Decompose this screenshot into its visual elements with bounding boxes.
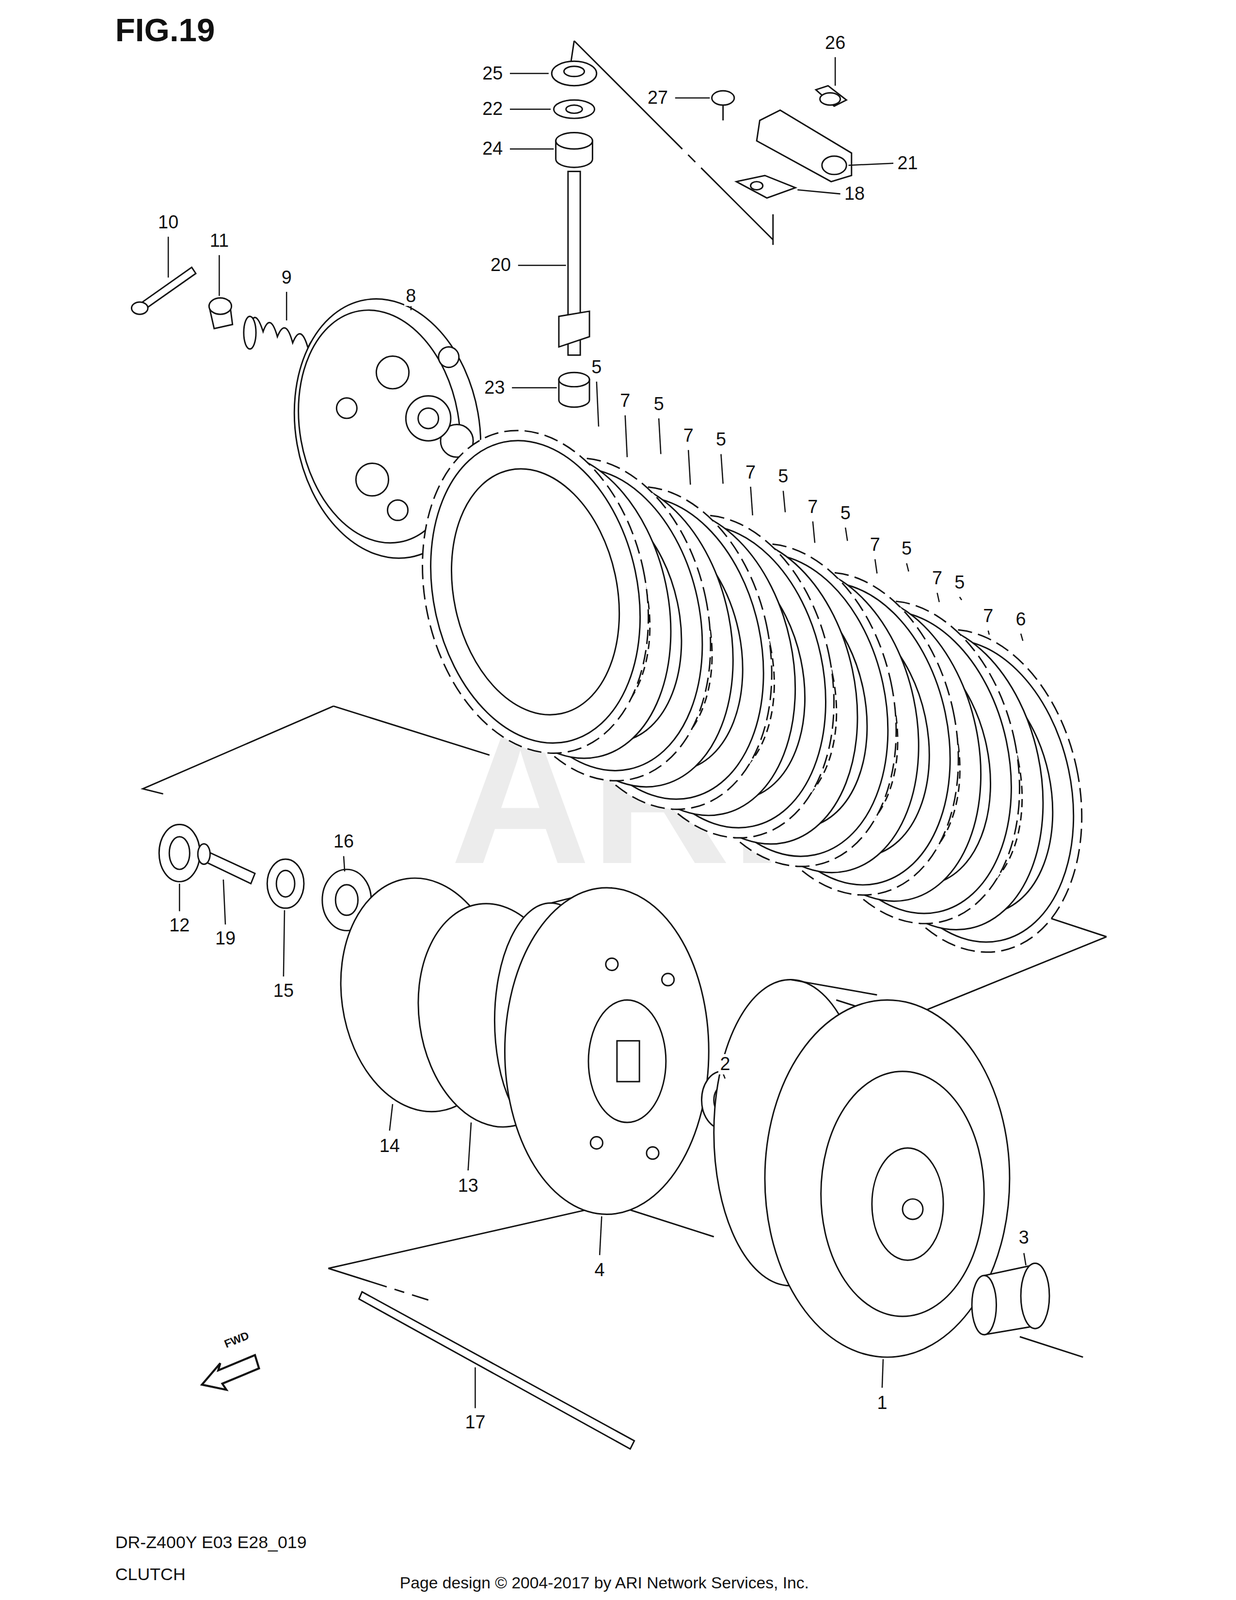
callout-number: 25	[480, 63, 505, 84]
callout-number: 3	[1017, 1227, 1031, 1248]
figure-title: FIG.19	[115, 12, 216, 48]
callout-number: 5	[589, 357, 603, 378]
callout-number: 5	[839, 503, 853, 524]
callout-number: 26	[823, 32, 847, 54]
callout-number: 5	[714, 429, 728, 450]
group-frame	[142, 40, 1107, 1357]
callout-number: 16	[332, 831, 356, 852]
callout-number: 6	[1014, 609, 1028, 630]
callout-number: 5	[776, 466, 790, 487]
forward-arrow	[202, 1354, 260, 1390]
callout-number: 10	[156, 212, 180, 233]
footer-text: Page design © 2004-2017 by ARI Network S…	[399, 1573, 809, 1592]
callout-number: 11	[208, 230, 231, 252]
callout-number: 27	[646, 87, 670, 109]
callout-number: 7	[806, 496, 820, 518]
callout-number: 13	[456, 1175, 480, 1196]
callout-number: 17	[463, 1411, 487, 1433]
callout-number: 24	[480, 138, 505, 159]
callout-number: 15	[271, 980, 296, 1001]
footer-text: DR-Z400Y E03 E28_019	[115, 1532, 307, 1552]
callout-number: 8	[404, 285, 418, 307]
callout-number: 7	[681, 425, 696, 446]
callout-number: 9	[280, 267, 294, 288]
callout-number: 5	[900, 538, 914, 559]
callout-number: 4	[593, 1259, 607, 1281]
callout-number: 7	[868, 534, 882, 555]
callout-number: 7	[930, 568, 944, 589]
callout-number: 19	[213, 928, 238, 949]
callout-number: 12	[167, 915, 191, 936]
callout-number: 5	[652, 394, 666, 415]
footer-text: CLUTCH	[115, 1564, 186, 1584]
callout-number: 7	[618, 390, 632, 412]
callout-number: 7	[981, 605, 995, 627]
callout-number: 20	[489, 254, 513, 276]
callout-number: 7	[744, 462, 758, 483]
callout-number: 21	[895, 153, 920, 174]
callout-number: 2	[718, 1053, 732, 1075]
callout-number: 5	[952, 572, 967, 593]
callout-number: 18	[842, 183, 867, 205]
leader-lines	[168, 57, 1026, 1408]
callout-number: 23	[482, 377, 507, 398]
clutch-hub-parts	[158, 824, 1050, 1449]
clutch-plates	[393, 409, 1111, 974]
clutch-release-parts	[551, 61, 852, 407]
callout-number: 1	[875, 1392, 889, 1413]
forward-label: FWD	[222, 1329, 251, 1350]
callout-number: 14	[378, 1135, 402, 1157]
callout-number: 22	[480, 98, 505, 120]
